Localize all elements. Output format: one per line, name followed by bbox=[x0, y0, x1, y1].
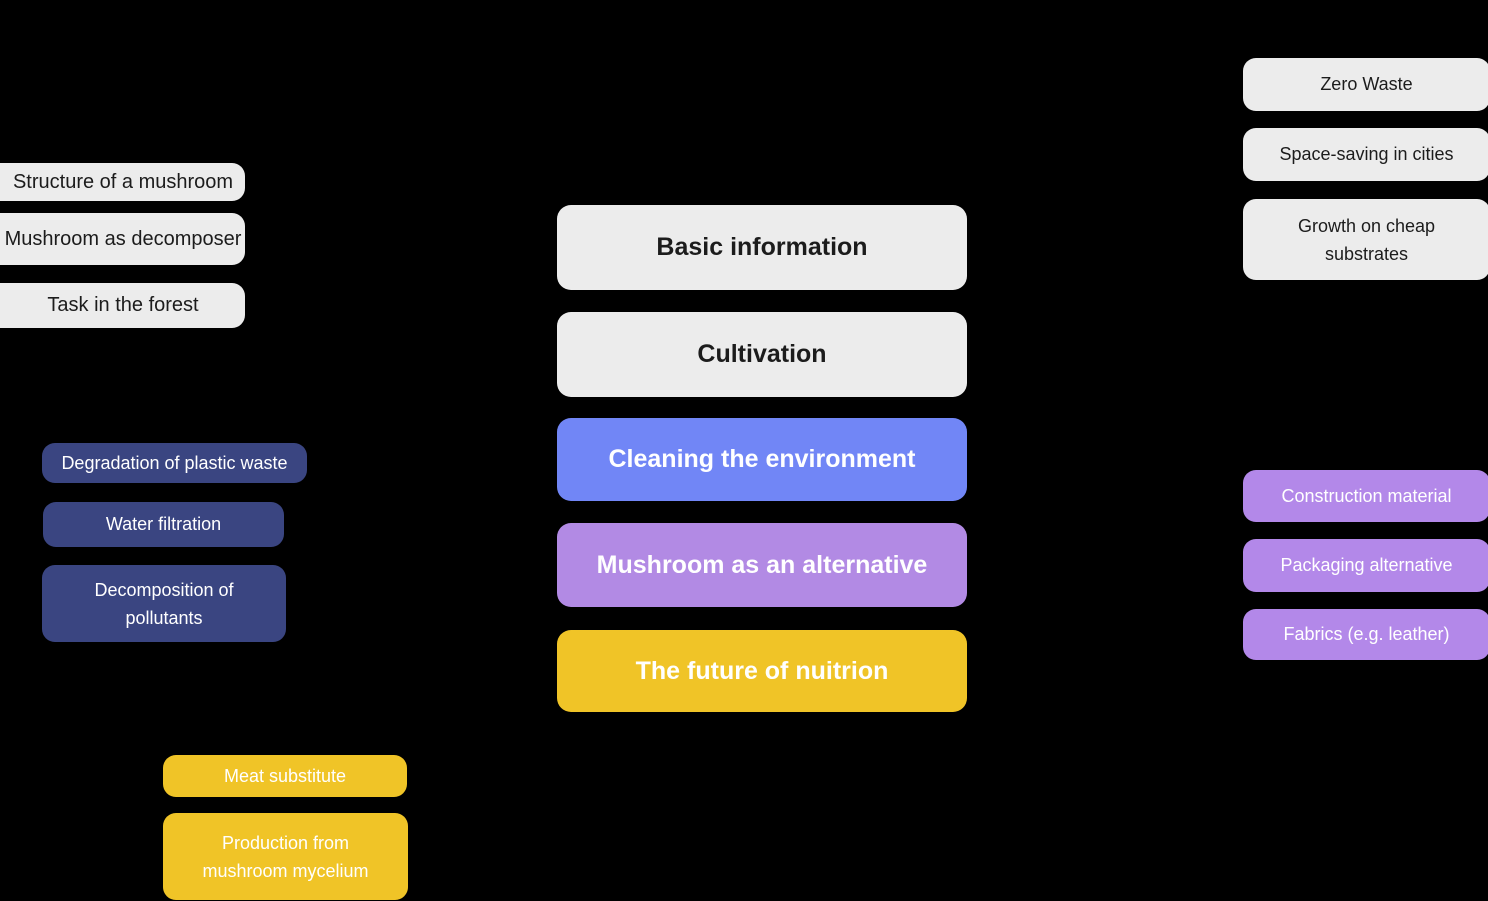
node-structure-of-a-mushroom[interactable]: Structure of a mushroom bbox=[0, 163, 245, 201]
node-space-saving-in-cities[interactable]: Space-saving in cities bbox=[1243, 128, 1488, 181]
node-mushroom-as-decomposer[interactable]: Mushroom as decomposer bbox=[0, 213, 245, 265]
node-cultivation[interactable]: Cultivation bbox=[557, 312, 967, 397]
node-water-filtration[interactable]: Water filtration bbox=[43, 502, 284, 547]
node-zero-waste[interactable]: Zero Waste bbox=[1243, 58, 1488, 111]
node-growth-on-cheap-substrates[interactable]: Growth on cheap substrates bbox=[1243, 199, 1488, 280]
node-meat-substitute[interactable]: Meat substitute bbox=[163, 755, 407, 797]
node-the-future-of-nutrition[interactable]: The future of nuitrion bbox=[557, 630, 967, 712]
node-cleaning-the-environment[interactable]: Cleaning the environment bbox=[557, 418, 967, 501]
node-construction-material[interactable]: Construction material bbox=[1243, 470, 1488, 522]
node-task-in-the-forest[interactable]: Task in the forest bbox=[0, 283, 245, 328]
node-degradation-of-plastic-waste[interactable]: Degradation of plastic waste bbox=[42, 443, 307, 483]
node-fabrics-leather[interactable]: Fabrics (e.g. leather) bbox=[1243, 609, 1488, 660]
node-decomposition-of-pollutants[interactable]: Decomposition of pollutants bbox=[42, 565, 286, 642]
node-packaging-alternative[interactable]: Packaging alternative bbox=[1243, 539, 1488, 592]
node-production-from-mushroom-mycelium[interactable]: Production from mushroom mycelium bbox=[163, 813, 408, 900]
node-mushroom-as-an-alternative[interactable]: Mushroom as an alternative bbox=[557, 523, 967, 607]
node-basic-information[interactable]: Basic information bbox=[557, 205, 967, 290]
